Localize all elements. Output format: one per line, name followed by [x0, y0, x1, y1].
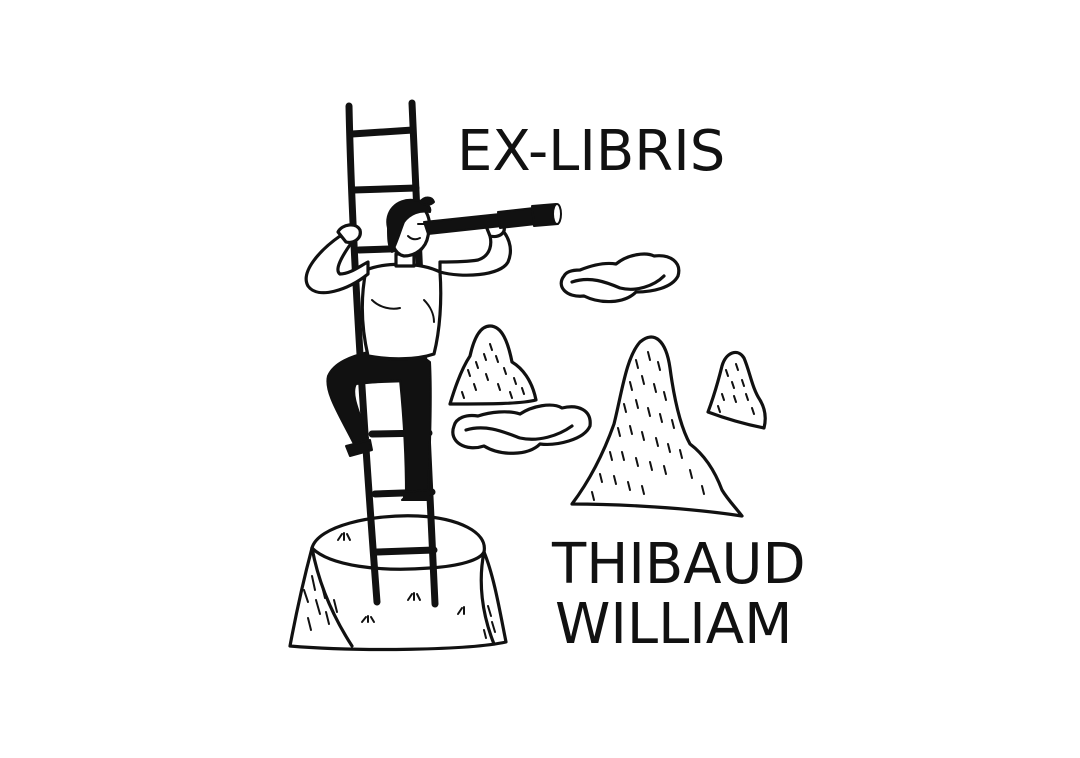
mountain-icon — [448, 324, 538, 406]
mountain-icon — [570, 335, 744, 518]
cloud-icon — [451, 403, 592, 455]
owner-last-name: WILLIAM — [555, 592, 793, 657]
owner-first-name: THIBAUD — [552, 532, 806, 597]
rock-icon — [288, 514, 508, 652]
person-icon — [304, 196, 512, 501]
mountain-icon — [706, 350, 767, 430]
cloud-icon — [559, 252, 681, 304]
telescope-icon — [423, 203, 562, 235]
ex-libris-heading: EX-LIBRIS — [457, 119, 726, 184]
